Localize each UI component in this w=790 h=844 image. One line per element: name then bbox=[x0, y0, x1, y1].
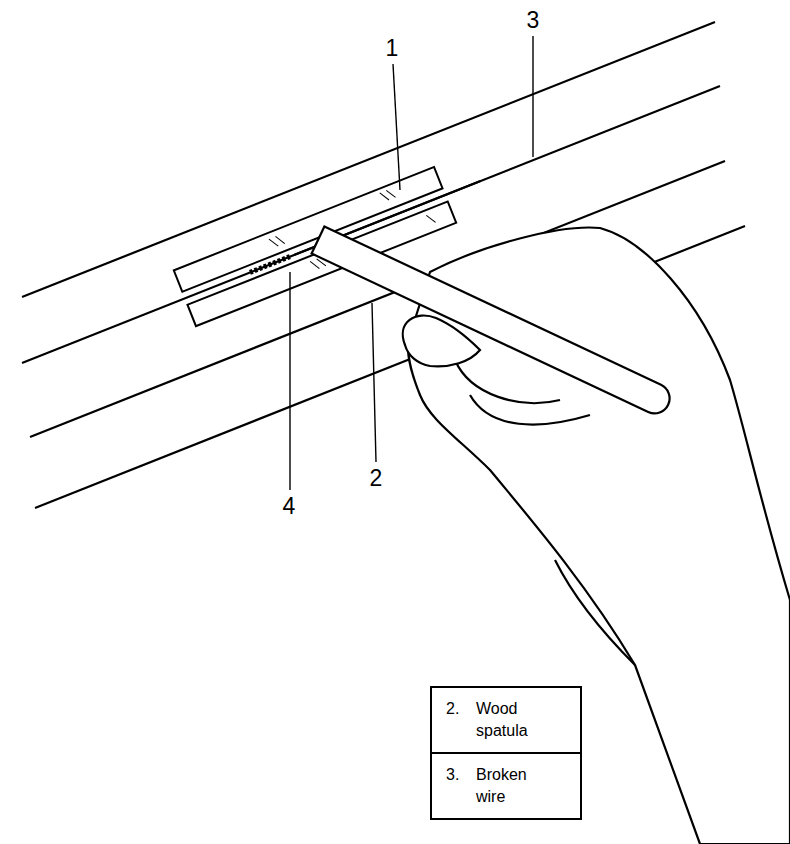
callout-number: 1 bbox=[384, 36, 401, 61]
table-row: 2.Wood spatula bbox=[432, 688, 580, 752]
table-cell-text: Broken wire bbox=[476, 764, 560, 808]
leader-line bbox=[532, 36, 533, 157]
wood-spatula bbox=[312, 226, 675, 418]
leader-line bbox=[289, 272, 290, 490]
conductive-paint bbox=[250, 256, 291, 272]
table-row: 3.Broken wire bbox=[432, 752, 580, 818]
callout-number: 3 bbox=[525, 8, 542, 33]
leader-lines bbox=[290, 36, 533, 490]
leader-line bbox=[393, 64, 400, 190]
table-cell-number: 2. bbox=[432, 698, 476, 742]
legend-table: 2.Wood spatula3.Broken wire bbox=[430, 686, 582, 820]
table-cell-number: 3. bbox=[432, 764, 476, 808]
table-cell-text: Wood spatula bbox=[476, 698, 560, 742]
callout-number: 2 bbox=[368, 466, 385, 491]
callout-number: 4 bbox=[281, 494, 298, 519]
leader-line bbox=[372, 303, 376, 462]
thumb bbox=[403, 316, 480, 367]
